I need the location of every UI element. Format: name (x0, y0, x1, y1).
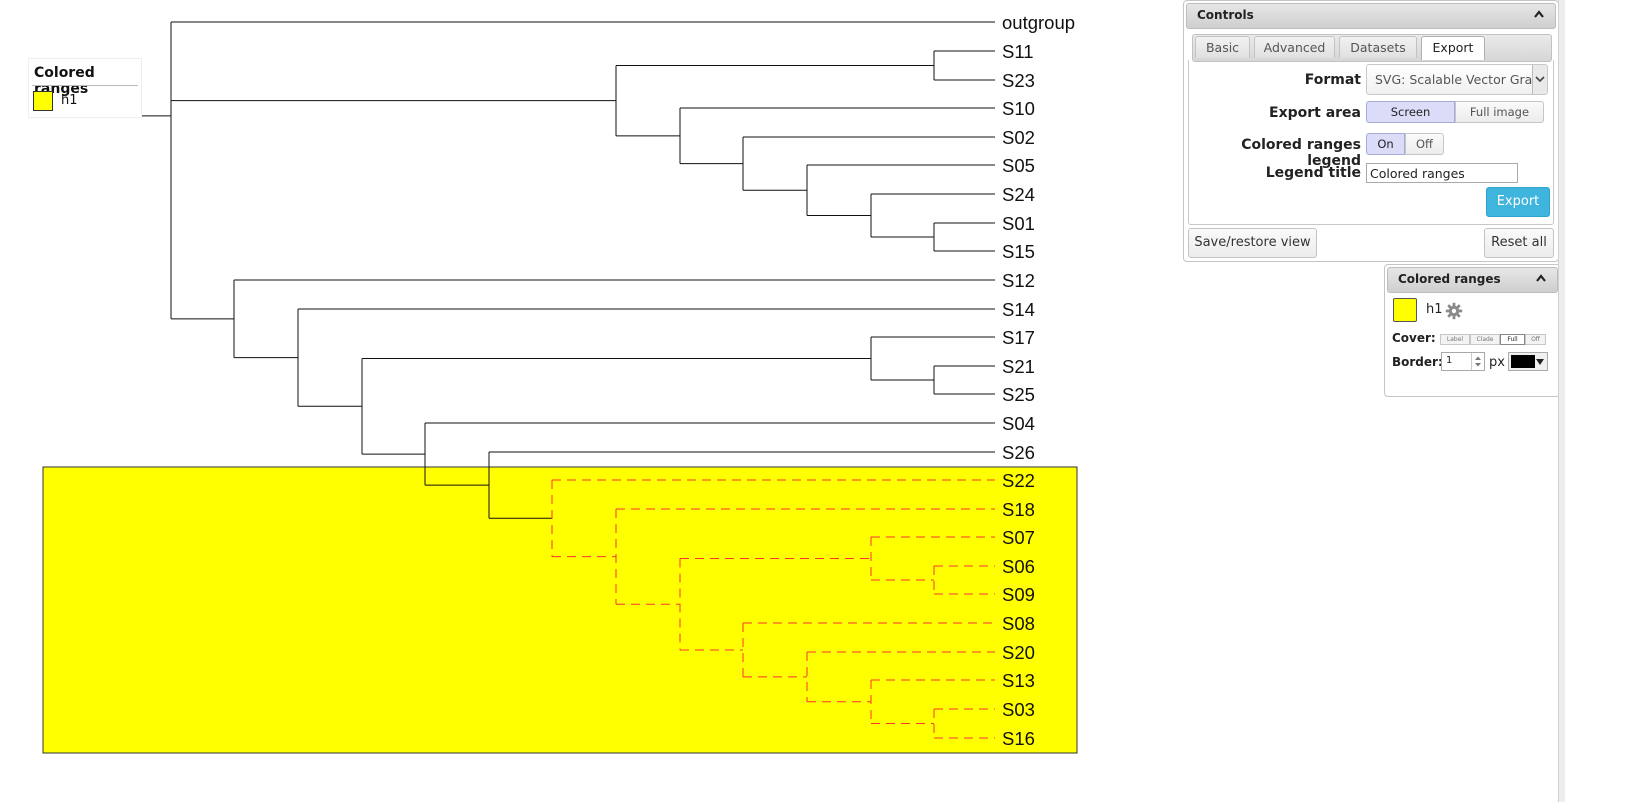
reset-all-button[interactable]: Reset all (1484, 228, 1554, 258)
leaf-label[interactable]: S10 (1002, 98, 1035, 119)
save-restore-view-button[interactable]: Save/restore view (1188, 228, 1317, 258)
border-width-stepper[interactable]: 1 (1441, 352, 1485, 371)
legend-off-button[interactable]: Off (1405, 133, 1444, 155)
colored-range-h1 (42, 466, 1078, 754)
legend-swatch-h1 (33, 91, 53, 111)
export-area-label: Export area (1269, 105, 1361, 121)
border-label: Border: (1392, 355, 1443, 369)
leaf-label[interactable]: S11 (1002, 41, 1034, 62)
leaf-label[interactable]: S13 (1002, 670, 1035, 691)
format-label: Format (1304, 72, 1361, 88)
export-area-full-image[interactable]: Full image (1455, 101, 1544, 123)
export-button[interactable]: Export (1486, 187, 1550, 217)
cover-label: Cover: (1392, 331, 1436, 345)
range-name: h1 (1426, 302, 1443, 317)
border-unit: px (1489, 355, 1505, 370)
cover-full-option[interactable]: Full (1500, 334, 1525, 345)
leaf-label[interactable]: S06 (1002, 556, 1035, 577)
legend-title-input[interactable] (1366, 163, 1518, 183)
controls-panel-header[interactable]: Controls (1186, 3, 1556, 29)
legend-entry-label: h1 (61, 93, 78, 108)
border-color-swatch (1511, 355, 1535, 368)
tree-branches (107, 21, 995, 739)
leaf-label[interactable]: S14 (1002, 299, 1035, 320)
export-pane (1188, 60, 1554, 225)
legend-on-button[interactable]: On (1366, 133, 1405, 155)
format-select[interactable]: SVG: Scalable Vector Graphics (1366, 64, 1548, 95)
tab-advanced[interactable]: Advanced (1254, 36, 1335, 58)
colored-ranges-panel: Colored ranges (1384, 264, 1561, 397)
leaf-label[interactable]: S25 (1002, 384, 1035, 405)
export-area-screen[interactable]: Screen (1366, 101, 1455, 123)
cover-off-option[interactable]: Off (1525, 334, 1546, 345)
leaf-label[interactable]: S26 (1002, 442, 1035, 463)
leaf-label[interactable]: S12 (1002, 270, 1035, 291)
leaf-label[interactable]: S01 (1002, 213, 1035, 234)
leaf-label[interactable]: S21 (1002, 356, 1035, 377)
leaf-label[interactable]: S23 (1002, 70, 1035, 91)
colored-ranges-legend: Colored ranges h1 (28, 58, 142, 118)
colored-ranges-panel-header[interactable]: Colored ranges (1387, 267, 1558, 293)
leaf-label[interactable]: S24 (1002, 184, 1035, 205)
leaf-label[interactable]: S15 (1002, 241, 1035, 262)
controls-title: Controls (1197, 8, 1254, 22)
leaf-label[interactable]: S17 (1002, 327, 1035, 348)
chevron-down-icon (1535, 76, 1545, 83)
leaf-label[interactable]: outgroup (1002, 12, 1075, 33)
border-width-value: 1 (1446, 355, 1453, 366)
leaf-label[interactable]: S08 (1002, 613, 1035, 634)
leaf-label[interactable]: S18 (1002, 499, 1035, 520)
legend-divider (32, 85, 138, 86)
cover-label-option[interactable]: Label (1440, 334, 1470, 345)
leaf-label[interactable]: S09 (1002, 584, 1035, 605)
legend-title-label: Legend title (1265, 165, 1361, 181)
window-edge (1558, 0, 1565, 802)
leaf-label[interactable]: S20 (1002, 642, 1035, 663)
leaf-label[interactable]: S05 (1002, 155, 1035, 176)
legend-toggle-label: Colored ranges legend (1241, 137, 1361, 169)
leaf-label[interactable]: S02 (1002, 127, 1035, 148)
border-color-picker[interactable] (1508, 352, 1548, 371)
phylogenetic-tree: outgroupS11S23S10S02S05S24S01S15S12S14S1… (42, 12, 1078, 754)
format-dropdown-toggle[interactable] (1532, 65, 1547, 94)
leaf-label[interactable]: S03 (1002, 699, 1035, 720)
cover-clade-option[interactable]: Clade (1470, 334, 1500, 345)
leaf-label[interactable]: S07 (1002, 527, 1035, 548)
leaf-labels: outgroupS11S23S10S02S05S24S01S15S12S14S1… (1002, 12, 1075, 749)
tab-export[interactable]: Export (1421, 36, 1485, 60)
gear-icon[interactable] (1445, 302, 1463, 320)
leaf-label[interactable]: S22 (1002, 470, 1035, 491)
caret-down-icon (1536, 359, 1544, 365)
range-color-swatch[interactable] (1393, 298, 1417, 322)
legend-toggle: On Off (1366, 133, 1444, 155)
colored-ranges-panel-title: Colored ranges (1398, 272, 1501, 286)
tab-basic[interactable]: Basic (1195, 36, 1250, 58)
chevron-up-icon[interactable] (1535, 271, 1547, 285)
chevron-up-icon[interactable] (1533, 7, 1545, 21)
export-area-toggle: Screen Full image (1366, 101, 1544, 123)
tab-datasets[interactable]: Datasets (1339, 36, 1417, 58)
stepper-arrows-icon[interactable] (1471, 353, 1484, 370)
leaf-label[interactable]: S16 (1002, 728, 1035, 749)
format-value: SVG: Scalable Vector Graphics (1375, 72, 1548, 87)
leaf-label[interactable]: S04 (1002, 413, 1035, 434)
